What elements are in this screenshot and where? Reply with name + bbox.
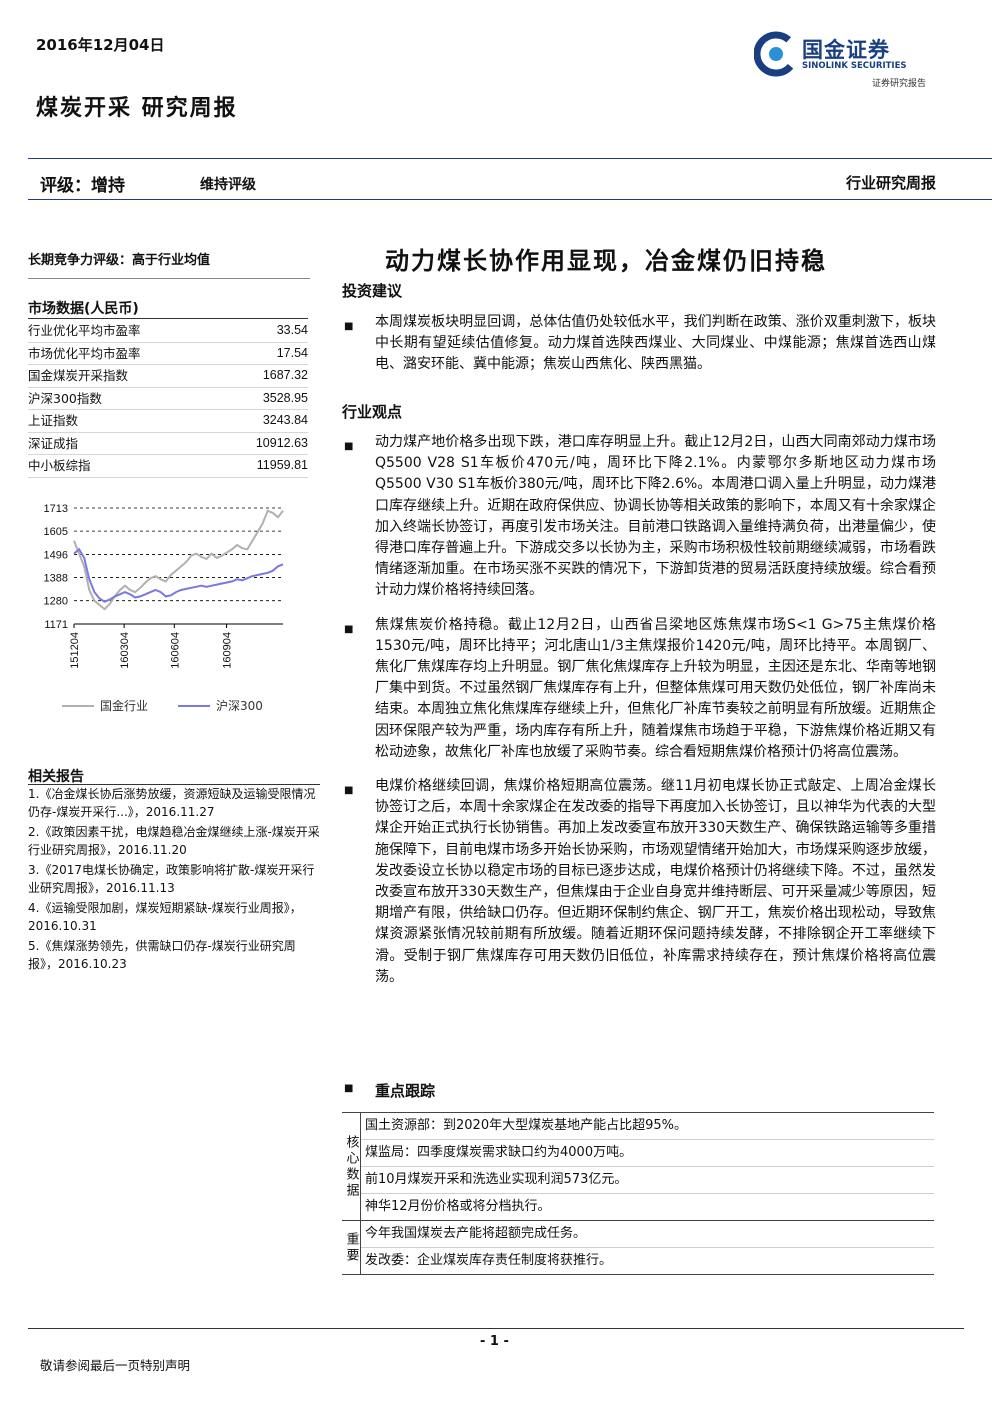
sector-title: 煤炭开采 研究周报 [36,96,238,121]
legend-label: 沪深300 [216,699,263,713]
paragraph: ■ 动力煤产地价格多出现下跌，港口库存明显上升。截止12月2日，山西大同南郊动力… [342,432,936,602]
square-bullet-icon: ■ [344,785,354,797]
rating: 评级：增持 [40,176,125,196]
main-title: 动力煤长协作用显现，冶金煤仍旧持稳 [385,247,827,275]
long-term-rating: 长期竞争力评级：高于行业均值 [28,253,211,268]
logo-subtitle: 证券研究报告 [872,79,927,89]
header-rule-top [28,158,992,159]
related-report-link[interactable]: 4.《运输受限加剧，煤炭短期紧缺-煤炭行业周报》，2016.10.31 [28,901,302,933]
y-tick-label: 1171 [44,619,68,631]
report-date: 2016年12月04日 [36,36,165,54]
y-tick-label: 1496 [44,549,68,561]
series-line-hs300 [73,547,284,603]
investment-advice: ■ 本周煤炭板块明显回调，总体估值仍处较低水平，我们判断在政策、涨价双重刺激下，… [342,312,936,389]
related-report-link[interactable]: 1.《冶金煤长协后涨势放缓，资源短缺及运输受限情况仍存-煤炭开采行...》，20… [28,787,316,819]
table-row: 国土资源部：到2020年大型煤炭基地产能占比超95%。 [361,1113,934,1140]
x-tick-label: 160604 [169,632,181,669]
table-row: 神华12月份价格或将分档执行。 [365,1199,551,1214]
logo-name: 国金证券 [802,38,890,62]
table-row: 发改委：企业煤炭库存责任制度将获推行。 [365,1253,613,1268]
paragraph: ■ 电煤价格继续回调，焦煤价格短期高位震荡。继11月初电煤长协正式敲定、上周冶金… [342,776,936,988]
y-tick-label: 1713 [44,503,68,515]
x-tick-label: 160304 [119,632,131,669]
related-reports-title: 相关报告 [28,769,84,785]
table-row: 今年我国煤炭去产能将超额完成任务。 [361,1221,934,1248]
y-tick-label: 1605 [44,526,68,538]
square-bullet-icon: ■ [344,623,354,635]
logo-english: SINOLINK SECURITIES [802,61,907,71]
square-bullet-icon: ■ [344,441,354,452]
related-report-link[interactable]: 5.《焦煤涨势领先，供需缺口仍存-煤炭行业研究周报》，2016.10.23 [28,939,296,971]
related-report-link[interactable]: 2.《政策因素干扰，电煤趋稳冶金煤继续上涨-煤炭开采行业研究周报》，2016.1… [28,825,320,857]
square-bullet-icon: ■ [344,1083,354,1094]
industry-views: ■ 动力煤产地价格多出现下跌，港口库存明显上升。截止12月2日，山西大同南郊动力… [342,432,936,1001]
series-line-industry [73,509,284,611]
paragraph: ■ 本周煤炭板块明显回调，总体估值仍处较低水平，我们判断在政策、涨价双重刺激下，… [342,312,936,376]
header-rule-bottom [28,199,992,200]
key-table-group: 核心数据 国土资源部：到2020年大型煤炭基地产能占比超95%。 煤监局：四季度… [342,1113,934,1220]
key-table-group: 重要 今年我国煤炭去产能将超额完成任务。 发改委：企业煤炭库存责任制度将获推行。 [342,1220,934,1274]
sinolink-logo-icon [754,31,798,77]
section-heading-industry: 行业观点 [342,403,403,421]
section-heading-investment: 投资建议 [342,282,403,300]
key-tracking-table: 核心数据 国土资源部：到2020年大型煤炭基地产能占比超95%。 煤监局：四季度… [342,1112,934,1275]
legend-label: 国金行业 [100,698,148,713]
square-bullet-icon: ■ [344,321,354,332]
market-data-rule [28,318,308,319]
paragraph: ■ 焦煤焦炭价格持稳。截止12月2日，山西省吕梁地区炼焦煤市场S<1 G>75主… [342,615,936,763]
key-table-label: 重要 [342,1221,361,1274]
brand-logo: 国金证券 SINOLINK SECURITIES 证券研究报告 [754,28,954,98]
footer-rule [28,1328,964,1329]
section-heading-tracking: ■ 重点跟踪 [344,1082,436,1100]
page-number: - 1 - [480,1334,509,1349]
rating-maintain: 维持评级 [200,177,256,193]
market-data-title: 市场数据(人民币) [28,301,139,317]
related-reports-rule [28,784,320,785]
report-type: 行业研究周报 [845,174,936,192]
y-tick-label: 1388 [44,573,68,585]
related-report-link[interactable]: 3.《2017电煤长协确定，政策影响将扩散-煤炭开采行业研究周报》，2016.1… [28,863,315,895]
x-tick-label: 160904 [222,632,234,669]
y-tick-label: 1280 [44,596,68,608]
table-row: 煤监局：四季度煤炭需求缺口约为4000万吨。 [361,1140,934,1167]
key-table-label: 核心数据 [342,1113,361,1220]
table-row: 前10月煤炭开采和洗选业实现利润573亿元。 [361,1167,934,1194]
footer-disclaimer: 敬请参阅最后一页特别声明 [40,1358,191,1373]
sidebar-divider [28,278,310,279]
x-tick-label: 151204 [69,632,81,669]
related-reports-list: 1.《冶金煤长协后涨势放缓，资源短缺及运输受限情况仍存-煤炭开采行...》，20… [28,786,320,976]
